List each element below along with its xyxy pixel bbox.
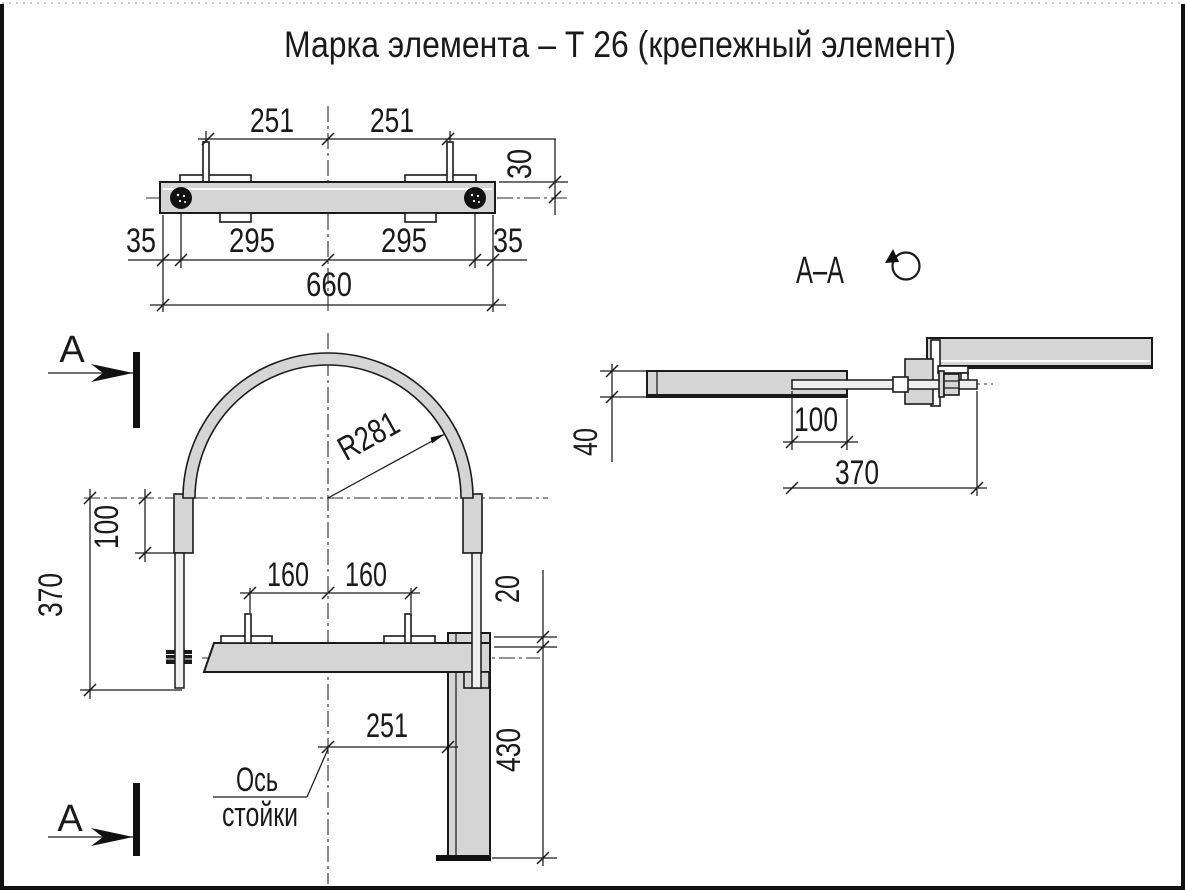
section-view: А–А [567,249,1153,496]
threaded-rod [791,379,978,390]
dim-35-right: 35 [493,222,523,260]
clip-plate [404,212,437,223]
axis-label-line2: стойки [222,796,298,834]
section-marker-bottom: А [48,783,140,856]
radius-annotation: R281 [327,404,446,499]
radius-arrowhead [430,434,445,444]
angle-clip [383,613,436,644]
threaded-rod-left [174,552,185,689]
section-letter: А [59,329,85,371]
section-bar-far [926,337,1153,369]
top-view-geometry [159,141,496,223]
rotated-section-icon [885,249,921,281]
section-view-label: А–А [796,250,844,292]
section-letter: А [57,798,83,840]
top-view-dimension-labels: 251 251 30 35 295 295 35 660 [126,102,539,304]
bolt-head [464,187,486,209]
dim-251: 251 [366,707,408,745]
section-plane-line [133,352,140,428]
dim-40: 40 [567,428,605,456]
dim-100: 100 [794,401,838,439]
section-plane-line [133,783,140,856]
column-base-cap [436,855,491,861]
section-view-geometry [646,337,1153,407]
dim-430: 430 [490,728,528,772]
front-view: R281 100 370 160 1 [32,329,557,884]
section-bar-near [646,370,848,398]
section-view-dimension-lines [600,364,987,496]
front-view-dimension-labels: 100 370 160 160 20 430 251 [32,505,528,772]
section-marker-top: А [48,329,140,428]
top-view-dimension-lines [128,131,568,312]
radius-label: R281 [331,404,405,468]
nut [892,376,909,393]
nut [943,373,960,396]
dim-160-right: 160 [345,556,387,594]
dim-251-right: 251 [370,102,414,140]
dim-100: 100 [88,505,126,549]
dim-251-left: 251 [250,102,294,140]
section-view-dimension-labels: 40 100 370 [567,401,879,492]
main-bar [159,181,496,214]
lower-bar [202,642,491,673]
dim-35-left: 35 [126,222,156,260]
section-arrow [91,364,133,382]
bolt-head [170,187,192,209]
axis-label-line1: Ось [236,761,278,799]
dim-370: 370 [835,454,879,492]
dim-30: 30 [501,149,539,179]
hoop-leg-right [462,493,483,554]
section-arrow [91,828,133,846]
dim-295-right: 295 [381,222,427,260]
axis-callout: Ось стойки [213,748,329,834]
angle-flange [446,141,454,183]
top-view: 251 251 30 35 295 295 35 660 [126,102,568,312]
dim-295-left: 295 [229,222,275,260]
angle-flange [202,141,210,183]
hoop-arch [182,352,474,499]
dim-370: 370 [32,573,70,617]
hoop-leg-left [173,493,194,554]
dim-20: 20 [489,575,527,603]
drawing-title: Марка элемента – Т 26 (крепежный элемент… [284,24,956,65]
clip-plate [219,212,252,223]
front-view-dimension-lines [80,489,557,866]
section-view-title: А–А [796,249,921,292]
angle-clip [220,613,273,644]
threaded-rod-right [471,552,482,689]
dim-660: 660 [306,266,352,304]
dim-160-left: 160 [267,556,309,594]
